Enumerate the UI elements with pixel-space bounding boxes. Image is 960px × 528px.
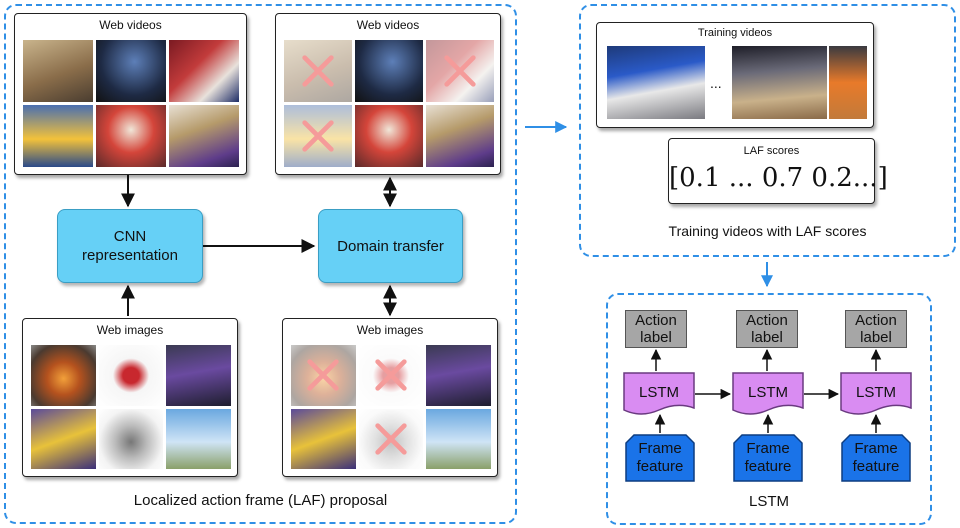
lstm-cell-label: LSTM xyxy=(638,384,679,401)
laf-proposal-caption: Localized action frame (LAF) proposal xyxy=(133,492,388,509)
video-thumbnail xyxy=(169,105,239,167)
lstm-cell: LSTM xyxy=(732,372,804,416)
lstm-cell: LSTM xyxy=(623,372,695,416)
video-thumbnail xyxy=(355,40,423,102)
video-thumbnail-rejected xyxy=(426,40,494,102)
image-thumbnail xyxy=(166,408,231,469)
action-label-box: Action label xyxy=(736,310,798,348)
image-thumbnail xyxy=(426,408,491,469)
action-label-text: Action label xyxy=(746,312,788,346)
frame-feature-box: Frame feature xyxy=(841,434,911,482)
image-thumbnail-rejected xyxy=(358,345,424,406)
lstm-caption: LSTM xyxy=(748,493,789,510)
video-thumbnail xyxy=(426,105,494,167)
web-videos-filtered-grid xyxy=(284,40,494,167)
domain-transfer-label: Domain transfer xyxy=(337,237,444,255)
lstm-section xyxy=(606,293,932,525)
video-thumbnail xyxy=(23,40,93,102)
training-video-thumbnail xyxy=(829,46,867,119)
lstm-cell-shape xyxy=(840,372,912,415)
frame-feature-box: Frame feature xyxy=(733,434,803,482)
video-thumbnail-rejected xyxy=(284,40,352,102)
image-thumbnail xyxy=(98,345,164,406)
video-thumbnail xyxy=(96,105,166,167)
frame-feature-label: Frame feature xyxy=(636,440,684,475)
web-images-title: Web images xyxy=(96,323,164,337)
video-thumbnail xyxy=(169,40,239,102)
laf-scores-title: LAF scores xyxy=(743,145,800,157)
laf-proposal-section xyxy=(4,4,517,524)
frame-feature-box: Frame feature xyxy=(625,434,695,482)
laf-scores-value: [0.1 ... 0.7 0.2...] xyxy=(669,163,888,193)
training-videos-section xyxy=(579,4,956,257)
frame-feature-shape xyxy=(733,434,803,482)
video-thumbnail xyxy=(23,105,93,167)
video-thumbnail xyxy=(96,40,166,102)
image-thumbnail xyxy=(98,408,164,469)
training-videos-ellipsis: ... xyxy=(710,75,722,91)
training-videos-panel: Training videos ... xyxy=(596,22,874,128)
frame-feature-label: Frame feature xyxy=(744,440,792,475)
web-videos-panel: Web videos xyxy=(14,13,247,175)
laf-scores-box: LAF scores [0.1 ... 0.7 0.2...] xyxy=(668,138,888,204)
image-thumbnail xyxy=(166,345,231,406)
image-thumbnail xyxy=(291,408,356,469)
web-videos-grid xyxy=(23,40,239,167)
cnn-representation-box: CNN representation xyxy=(57,209,203,283)
action-label-box: Action label xyxy=(625,310,687,348)
web-images-filtered-title: Web images xyxy=(356,323,424,337)
action-label-text: Action label xyxy=(855,312,897,346)
web-images-grid xyxy=(31,345,231,469)
training-video-thumbnail xyxy=(732,46,827,119)
action-label-text: Action label xyxy=(635,312,677,346)
lstm-cell-shape xyxy=(623,372,695,415)
domain-transfer-box: Domain transfer xyxy=(318,209,463,283)
action-label-box: Action label xyxy=(845,310,907,348)
lstm-cell-shape xyxy=(732,372,804,415)
lstm-cell-label: LSTM xyxy=(855,384,896,401)
training-videos-caption: Training videos with LAF scores xyxy=(668,223,867,239)
web-videos-filtered-panel: Web videos xyxy=(275,13,501,175)
web-images-filtered-grid xyxy=(291,345,491,469)
image-thumbnail xyxy=(31,345,96,406)
video-thumbnail xyxy=(355,105,423,167)
frame-feature-shape xyxy=(841,434,911,482)
training-videos-title: Training videos xyxy=(697,27,773,39)
image-thumbnail xyxy=(426,345,491,406)
web-images-filtered-panel: Web images xyxy=(282,318,498,477)
image-thumbnail-rejected xyxy=(358,408,424,469)
web-videos-title: Web videos xyxy=(99,18,162,32)
web-videos-filtered-title: Web videos xyxy=(356,18,420,32)
video-thumbnail-rejected xyxy=(284,105,352,167)
image-thumbnail xyxy=(31,408,96,469)
cnn-representation-label: CNN representation xyxy=(82,228,178,264)
frame-feature-shape xyxy=(625,434,695,482)
web-images-panel: Web images xyxy=(22,318,238,477)
lstm-cell-label: LSTM xyxy=(747,384,788,401)
image-thumbnail-rejected xyxy=(291,345,356,406)
lstm-cell: LSTM xyxy=(840,372,912,416)
frame-feature-label: Frame feature xyxy=(852,440,900,475)
training-video-thumbnail xyxy=(607,46,705,119)
